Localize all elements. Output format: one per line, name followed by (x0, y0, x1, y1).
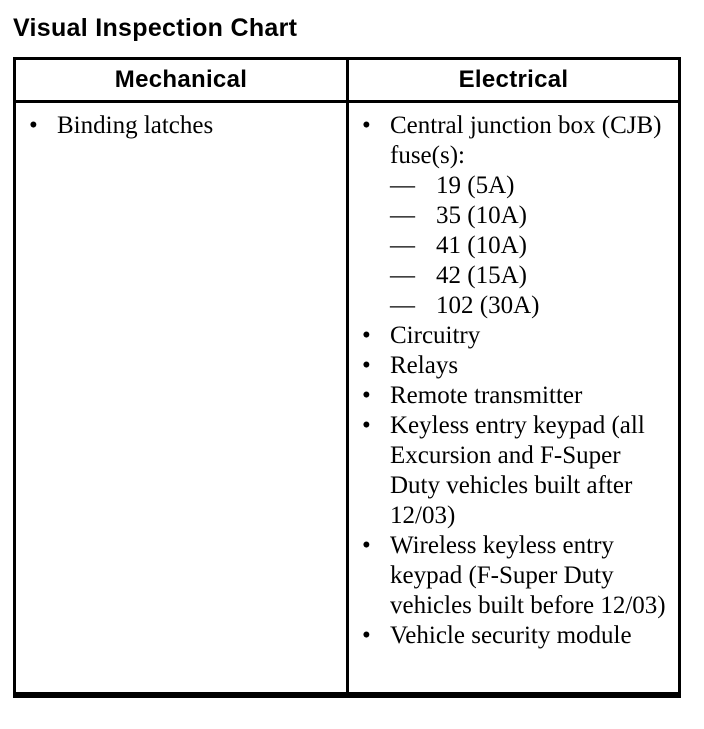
fuse-sub-item: — 42 (15A) (390, 261, 673, 291)
mechanical-cell: • Binding latches (16, 103, 346, 692)
dash-marker: — (390, 292, 415, 319)
fuse-sub-item: — 102 (30A) (390, 291, 673, 321)
bullet-marker: • (362, 532, 371, 559)
table-body-row: • Binding latches • Central junction box (… (16, 103, 678, 692)
fuse-sub-item: — 19 (5A) (390, 171, 673, 201)
item-text: Binding latches (57, 112, 214, 139)
bullet-marker: • (362, 352, 371, 379)
item-text: 19 (5A) (436, 172, 515, 199)
bullet-marker: • (362, 622, 371, 649)
fuse-sub-item: — 35 (10A) (390, 201, 673, 231)
column-header-mechanical: Mechanical (114, 66, 248, 93)
bullet-marker: • (362, 412, 371, 439)
item-text: Wireless keyless entry keypad (F-Super D… (390, 532, 666, 619)
list-item: • Keyless entry keypad (all Excursion and… (362, 411, 673, 531)
dash-marker: — (390, 232, 415, 259)
item-text: 102 (30A) (436, 292, 540, 319)
column-header-electrical: Electrical (346, 60, 678, 100)
item-text: Central junction box (CJB) fuse(s): (390, 112, 662, 169)
dash-marker: — (390, 262, 415, 289)
item-text: Keyless entry keypad (all Excursion and … (390, 412, 645, 529)
item-text: Remote transmitter (390, 382, 583, 409)
chart-title: Visual Inspection Chart (13, 14, 298, 42)
list-item: • Binding latches (29, 111, 341, 141)
item-text: Vehicle security module (390, 622, 632, 649)
item-text: Relays (390, 352, 459, 379)
fuse-sub-item: — 41 (10A) (390, 231, 673, 261)
item-text: 42 (15A) (436, 262, 527, 289)
item-text: Circuitry (390, 322, 481, 349)
list-item: • Central junction box (CJB) fuse(s): (362, 111, 673, 171)
bullet-marker: • (362, 112, 371, 139)
list-item: • Relays (362, 351, 673, 381)
bullet-marker: • (29, 112, 38, 139)
list-item: • Wireless keyless entry keypad (F-Super … (362, 531, 673, 621)
dash-marker: — (390, 172, 415, 199)
list-item: • Remote transmitter (362, 381, 673, 411)
list-item: • Vehicle security module (362, 621, 673, 651)
list-item: • Circuitry (362, 321, 673, 351)
bullet-marker: • (362, 382, 371, 409)
item-text: 41 (10A) (436, 232, 527, 259)
dash-marker: — (390, 202, 415, 229)
bullet-marker: • (362, 322, 371, 349)
electrical-cell: • Central junction box (CJB) fuse(s): — 19 … (346, 103, 678, 692)
item-text: 35 (10A) (436, 202, 527, 229)
table-header-row: Mechanical Electrical (16, 60, 678, 103)
visual-inspection-table: Mechanical Electrical • Binding latches •… (13, 57, 681, 698)
